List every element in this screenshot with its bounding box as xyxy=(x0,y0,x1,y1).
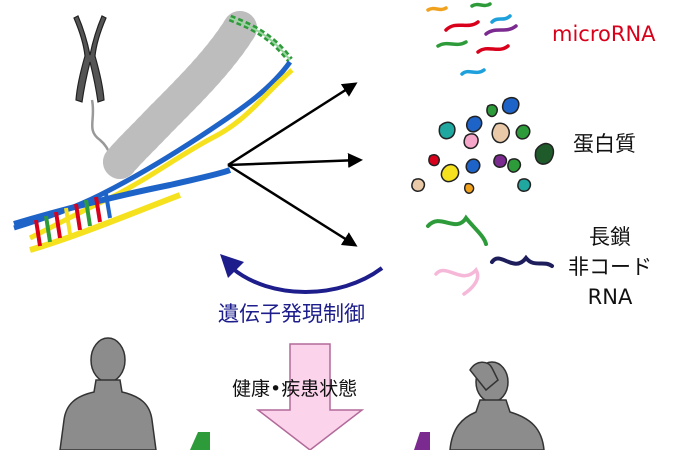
arrow-to-protein xyxy=(227,152,363,168)
lncrna-label: 長鎖 非コード RNA xyxy=(560,222,660,312)
protein-cluster xyxy=(411,96,555,195)
health-state-arrow xyxy=(255,343,365,450)
healthy-person-icon xyxy=(59,337,157,450)
regulation-arrowhead xyxy=(220,254,244,278)
microrna-label: microRNA xyxy=(552,22,656,46)
lncrna-label-line3: RNA xyxy=(587,285,633,309)
chromosome-icon xyxy=(73,15,121,166)
lncrna-label-line2: 非コード xyxy=(568,255,652,279)
regulation-arrow xyxy=(230,266,384,294)
arrow-to-microrna xyxy=(227,82,358,167)
dna-double-helix-icon xyxy=(13,60,294,253)
health-disease-label: 健康•疾患状態 xyxy=(232,378,358,400)
arrow-to-lncrna xyxy=(227,163,358,247)
microrna-cluster xyxy=(426,2,518,76)
protein-label: 蛋白質 xyxy=(573,132,636,156)
lncrna-label-line1: 長鎖 xyxy=(589,225,631,249)
sick-person-icon xyxy=(449,361,545,450)
chromatin-fiber-icon xyxy=(103,11,293,179)
gene-regulation-label: 遺伝子発現制御 xyxy=(218,302,365,326)
green-corner-marker xyxy=(190,432,210,450)
purple-corner-marker xyxy=(414,432,430,450)
branch-arrows xyxy=(227,82,363,247)
lncrna-cluster xyxy=(426,214,554,296)
